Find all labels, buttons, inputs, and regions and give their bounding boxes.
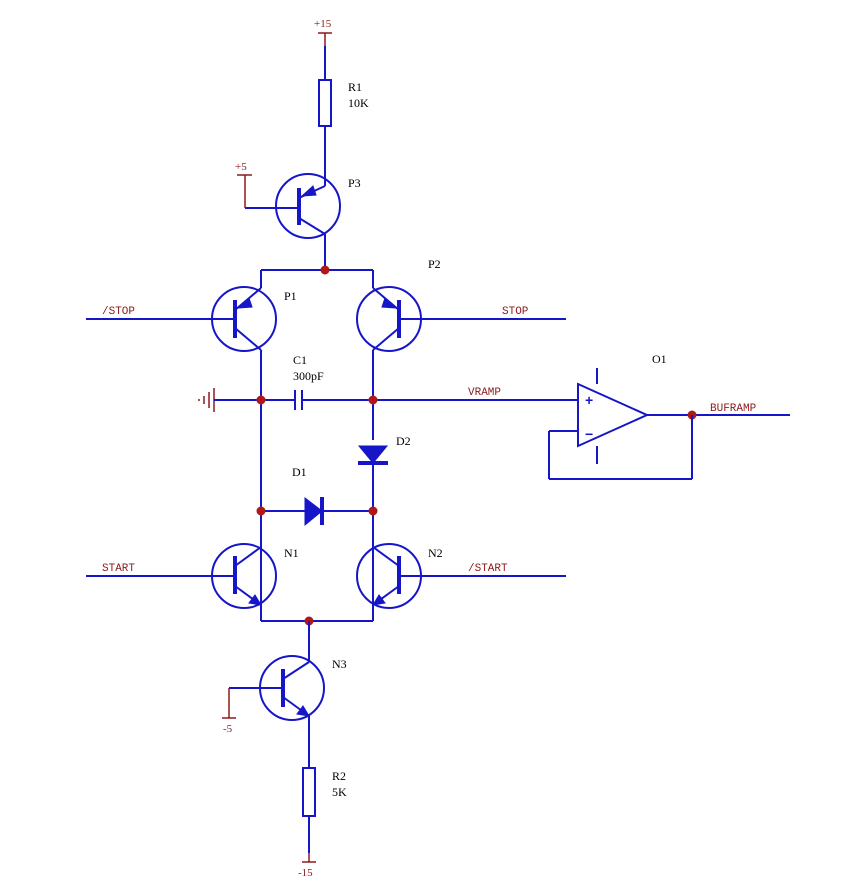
p3-ref: P3 bbox=[348, 176, 361, 190]
junction-top bbox=[320, 265, 330, 275]
rail-neg5: -5 bbox=[222, 688, 236, 735]
rail-neg5-label: -5 bbox=[223, 723, 233, 735]
ground-symbol bbox=[198, 388, 215, 412]
p2-ref: P2 bbox=[428, 257, 441, 271]
transistor-p1 bbox=[86, 286, 277, 352]
rail-neg15-label: -15 bbox=[298, 867, 313, 879]
n3-ref: N3 bbox=[332, 657, 347, 671]
o1-ref: O1 bbox=[652, 352, 667, 366]
opamp-o1: + − bbox=[577, 368, 650, 464]
r1-value: 10K bbox=[348, 96, 369, 110]
net-vramp: VRAMP bbox=[468, 387, 501, 399]
resistor-r2 bbox=[302, 767, 316, 817]
diode-d2 bbox=[357, 445, 389, 465]
c1-ref: C1 bbox=[293, 353, 307, 367]
rail-pos15-label: +15 bbox=[314, 18, 332, 30]
net-start: START bbox=[102, 563, 135, 575]
junction-d1-right bbox=[368, 506, 378, 516]
n2-ref: N2 bbox=[428, 546, 443, 560]
transistor-p2 bbox=[356, 286, 566, 352]
n1-ref: N1 bbox=[284, 546, 299, 560]
p1-ref: P1 bbox=[284, 289, 297, 303]
diode-d1 bbox=[304, 496, 324, 527]
opamp-minus: − bbox=[585, 426, 593, 442]
opamp-plus: + bbox=[585, 392, 593, 408]
transistor-n1 bbox=[86, 543, 277, 609]
r2-ref: R2 bbox=[332, 769, 346, 783]
rail-pos15: +15 bbox=[314, 18, 332, 46]
net-start-n: /START bbox=[468, 563, 508, 575]
c1-value: 300pF bbox=[293, 369, 324, 383]
transistor-n3 bbox=[229, 655, 325, 721]
rail-neg15: -15 bbox=[298, 853, 316, 879]
transistor-n2 bbox=[356, 543, 566, 609]
junction-d1-left bbox=[256, 506, 266, 516]
resistor-r1 bbox=[318, 79, 332, 127]
junction-c1-left bbox=[256, 395, 266, 405]
junction-c1-right bbox=[368, 395, 378, 405]
net-stop-n: /STOP bbox=[102, 306, 135, 318]
r2-value: 5K bbox=[332, 785, 347, 799]
d1-ref: D1 bbox=[292, 465, 307, 479]
rail-pos5: +5 bbox=[235, 161, 252, 208]
net-stop: STOP bbox=[502, 306, 529, 318]
d2-ref: D2 bbox=[396, 434, 411, 448]
r1-ref: R1 bbox=[348, 80, 362, 94]
net-buframp: BUFRAMP bbox=[710, 403, 757, 415]
rail-pos5-label: +5 bbox=[235, 161, 247, 173]
transistor-p3 bbox=[245, 173, 341, 239]
capacitor-c1 bbox=[294, 390, 303, 410]
